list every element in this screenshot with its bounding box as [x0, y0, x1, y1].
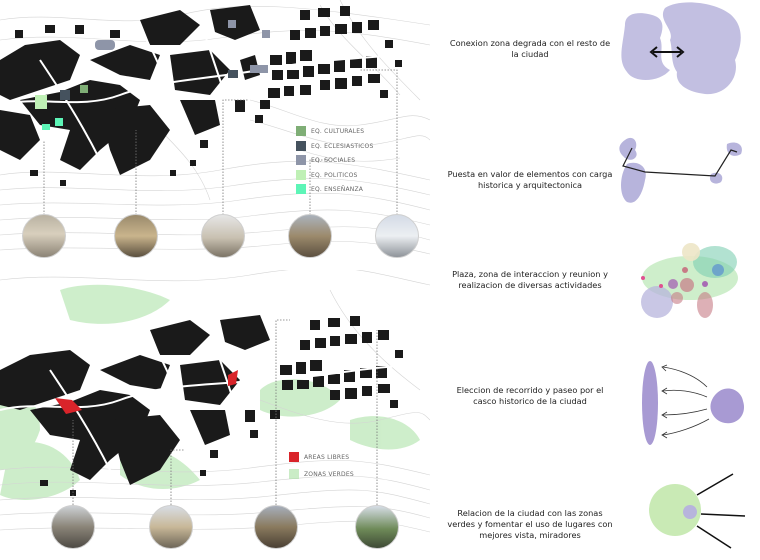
photo-stone-church[interactable] [288, 214, 332, 258]
strategy-text-viewpoints: Relacion de la ciudad con las zonas verd… [447, 508, 613, 540]
legend-swatch [296, 141, 306, 151]
legend-swatch [296, 184, 306, 194]
legend-swatch [296, 155, 306, 165]
street-network [0, 19, 401, 161]
photo-leader-lines [72, 319, 378, 505]
legend-label: EQ. POLITICOS [311, 171, 358, 179]
legend-item-eclesiasticos: EQ. ECLESIASTICOS [296, 141, 374, 151]
photo-leader-lines [43, 69, 398, 215]
viewpoint-icon [615, 460, 760, 560]
equipment-map: EQ. CULTURALES EQ. ECLESIASTICOS EQ. SOC… [0, 0, 430, 262]
photo-church-plaza[interactable] [254, 505, 298, 549]
open-space-areas [55, 370, 238, 414]
strategy-text-plaza: Plaza, zona de interaccion y reunion y r… [452, 269, 608, 290]
legend-swatch [289, 469, 299, 479]
legend-item-areas-libres: AREAS LIBRES [289, 452, 349, 462]
photo-river-park[interactable] [355, 505, 399, 549]
legend-item-zonas-verdes: ZONAS VERDES [289, 469, 354, 479]
equipment-markers [35, 20, 270, 130]
photo-modern-building[interactable] [375, 214, 419, 258]
legend-label: EQ. CULTURALES [311, 127, 365, 135]
plaza-overlap-icon [615, 240, 760, 340]
connection-blob-icon [615, 0, 760, 100]
city-blocks [0, 5, 402, 186]
legend-label: EQ. ENSEÑANZA [311, 185, 364, 193]
route-arrows-icon [615, 355, 760, 455]
legend-label: EQ. ECLESIASTICOS [311, 142, 374, 150]
legend-swatch [296, 126, 306, 136]
legend-swatch [289, 452, 299, 462]
legend-item-sociales: EQ. SOCIALES [296, 155, 355, 165]
legend-label: EQ. SOCIALES [311, 156, 356, 164]
legend-label: AREAS LIBRES [304, 453, 350, 461]
photo-building-facade[interactable] [22, 214, 66, 258]
legend-label: ZONAS VERDES [304, 470, 354, 478]
open-spaces-map: AREAS LIBRES ZONAS VERDES [0, 270, 430, 552]
heritage-link-icon [615, 130, 760, 230]
strategy-text-route: Eleccion de recorrido y paseo por el cas… [456, 385, 604, 406]
photo-arcade-building[interactable] [114, 214, 158, 258]
photo-church-square[interactable] [201, 214, 245, 258]
city-blocks [0, 315, 403, 496]
legend-item-ensenanza: EQ. ENSEÑANZA [296, 184, 363, 194]
legend-item-politicos: EQ. POLITICOS [296, 170, 358, 180]
legend-swatch [296, 170, 306, 180]
equipment-map-drawing [0, 0, 430, 255]
open-spaces-map-drawing [0, 270, 430, 533]
strategy-text-heritage: Puesta en valor de elementos con carga h… [447, 169, 613, 190]
legend-item-culturales: EQ. CULTURALES [296, 126, 364, 136]
strategy-text-connection: Conexion zona degrada con el resto de la… [449, 38, 611, 59]
photo-plaza-buildings[interactable] [149, 505, 193, 549]
photo-street[interactable] [51, 505, 95, 549]
